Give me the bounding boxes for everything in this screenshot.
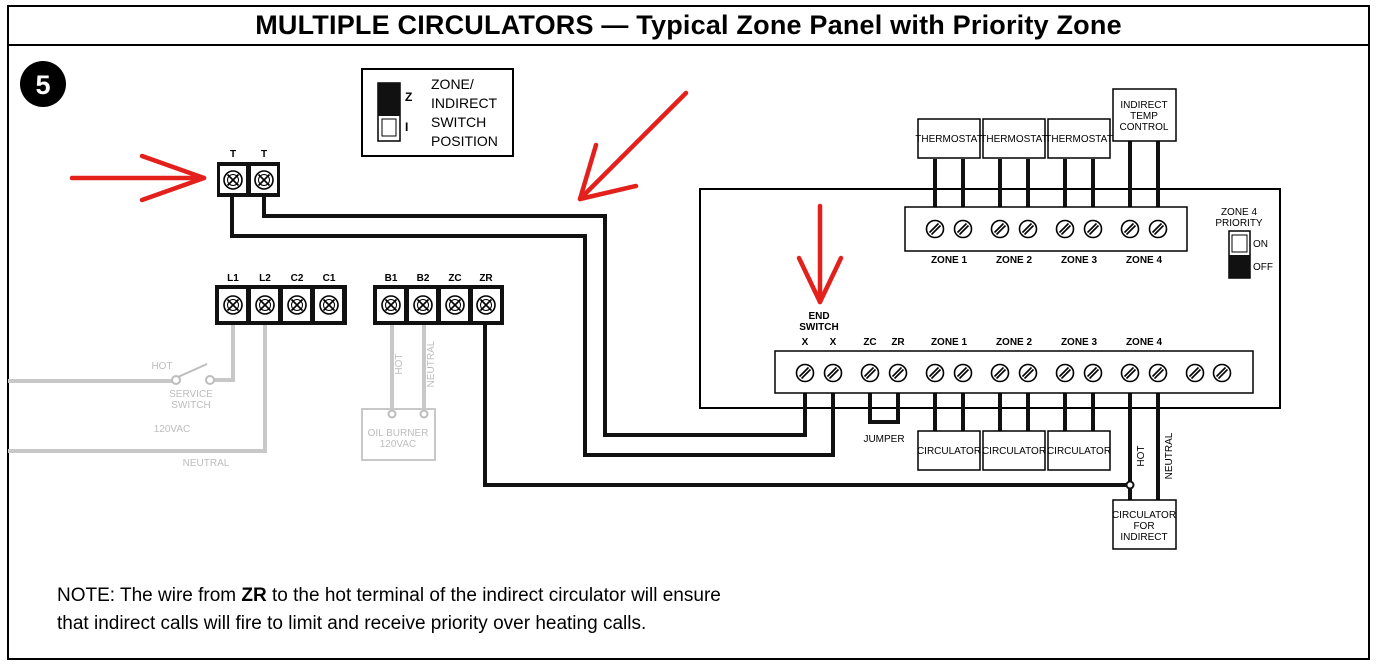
note-bold: ZR [241, 585, 267, 606]
circulator-zone-1: CIRCULATOR [917, 446, 981, 457]
arrow-to-wires [577, 90, 689, 202]
priority-off-label: OFF [1253, 262, 1273, 273]
line-terminal-strip [215, 285, 347, 325]
control-wiring [230, 140, 1160, 500]
burner-label-2: 120VAC [380, 439, 417, 450]
priority-switch [1228, 230, 1251, 279]
diagram-frame: MULTIPLE CIRCULATORS — Typical Zone Pane… [7, 5, 1370, 660]
legend-line-3: SWITCH [431, 114, 486, 130]
end-switch-x-1: X [802, 337, 809, 348]
priority-label-1: ZONE 4 [1221, 207, 1258, 218]
page-title: MULTIPLE CIRCULATORS — Typical Zone Pane… [255, 10, 1122, 40]
title-bar: MULTIPLE CIRCULATORS — Typical Zone Pane… [9, 7, 1368, 46]
b2-wire-label: NEUTRAL [426, 340, 437, 387]
wire-junction [1125, 480, 1135, 490]
switch-legend: Z I ZONE/ INDIRECT SWITCH POSITION [361, 68, 514, 157]
indirect-circ-label-2: FOR [1133, 521, 1154, 532]
bottom-zone-2-label: ZONE 2 [996, 337, 1033, 348]
zc-label: ZC [448, 273, 461, 284]
priority-label-2: PRIORITY [1215, 218, 1263, 229]
panel-zr-label: ZR [891, 337, 905, 348]
note-text: NOTE: The wire from ZR to the hot termin… [57, 582, 877, 638]
circulators [917, 430, 1177, 550]
indirect-circ-label-3: INDIRECT [1120, 532, 1167, 543]
oil-burner [361, 408, 436, 461]
b1-label: B1 [385, 273, 398, 284]
note-part-2: to the hot terminal of the indirect circ… [266, 585, 721, 606]
bottom-zone-1-label: ZONE 1 [931, 337, 968, 348]
bottom-zone-3-label: ZONE 3 [1061, 337, 1098, 348]
arrow-to-end-switch [796, 203, 844, 305]
top-zone-4-label: ZONE 4 [1126, 255, 1163, 266]
legend-i-label: I [405, 120, 408, 134]
thermostat-zone-1: THERMOSTAT [915, 134, 982, 145]
legend-line-4: POSITION [431, 133, 498, 149]
c2-label: C2 [291, 273, 304, 284]
step-badge: 5 [20, 61, 66, 107]
l2-label: L2 [259, 273, 271, 284]
thermostat-zone-2: THERMOSTAT [980, 134, 1047, 145]
indirect-temp-label-3: CONTROL [1120, 122, 1169, 133]
t-label-1: T [230, 149, 236, 160]
service-switch-label-1: SERVICE [169, 389, 213, 400]
note-line-2: that indirect calls will fire to limit a… [57, 613, 647, 634]
indirect-circ-label-1: CIRCULATOR [1112, 510, 1176, 521]
top-zone-3-label: ZONE 3 [1061, 255, 1098, 266]
circulator-zone-3: CIRCULATOR [1047, 446, 1111, 457]
faded-wiring [8, 318, 426, 453]
service-switch-label-2: SWITCH [171, 400, 210, 411]
indirect-temp-label-1: INDIRECT [1120, 100, 1167, 111]
priority-on-label: ON [1253, 239, 1268, 250]
panel-neutral-label: NEUTRAL [1164, 432, 1175, 479]
bottom-zone-4-label: ZONE 4 [1126, 337, 1163, 348]
l1-label: L1 [227, 273, 239, 284]
indirect-temp-label-2: TEMP [1130, 111, 1158, 122]
t-label-2: T [261, 149, 267, 160]
top-zone-1-label: ZONE 1 [931, 255, 968, 266]
hot-label: HOT [151, 361, 172, 372]
thermostats [917, 88, 1177, 159]
jumper-label: JUMPER [863, 434, 904, 445]
step-number: 5 [35, 70, 50, 100]
b1-wire-label: HOT [394, 353, 405, 374]
burner-terminal-strip [373, 285, 504, 325]
thermostat-terminal-strip [904, 206, 1188, 252]
burner-label-1: OIL BURNER [368, 428, 429, 439]
b2-label: B2 [417, 273, 430, 284]
panel-zc-label: ZC [863, 337, 876, 348]
vac-label: 120VAC [154, 424, 191, 435]
red-arrows [69, 90, 844, 305]
legend-z-label: Z [405, 90, 412, 104]
note-part-1: NOTE: The wire from [57, 585, 242, 606]
main-terminal-strip [774, 350, 1254, 394]
thermostat-zone-3: THERMOSTAT [1045, 134, 1112, 145]
c1-label: C1 [323, 273, 336, 284]
end-switch-label-1: END [808, 311, 829, 322]
end-switch-label-2: SWITCH [799, 322, 838, 333]
legend-line-1: ZONE/ [431, 76, 474, 92]
t-terminal-strip [217, 162, 280, 197]
panel-hot-label: HOT [1136, 445, 1147, 466]
zr-label: ZR [479, 273, 493, 284]
circulator-zone-2: CIRCULATOR [982, 446, 1046, 457]
legend-line-2: INDIRECT [431, 95, 498, 111]
arrow-to-t-terminals [69, 153, 207, 203]
end-switch-x-2: X [830, 337, 837, 348]
neutral-label: NEUTRAL [183, 458, 230, 469]
service-switch [171, 363, 215, 385]
top-zone-2-label: ZONE 2 [996, 255, 1033, 266]
